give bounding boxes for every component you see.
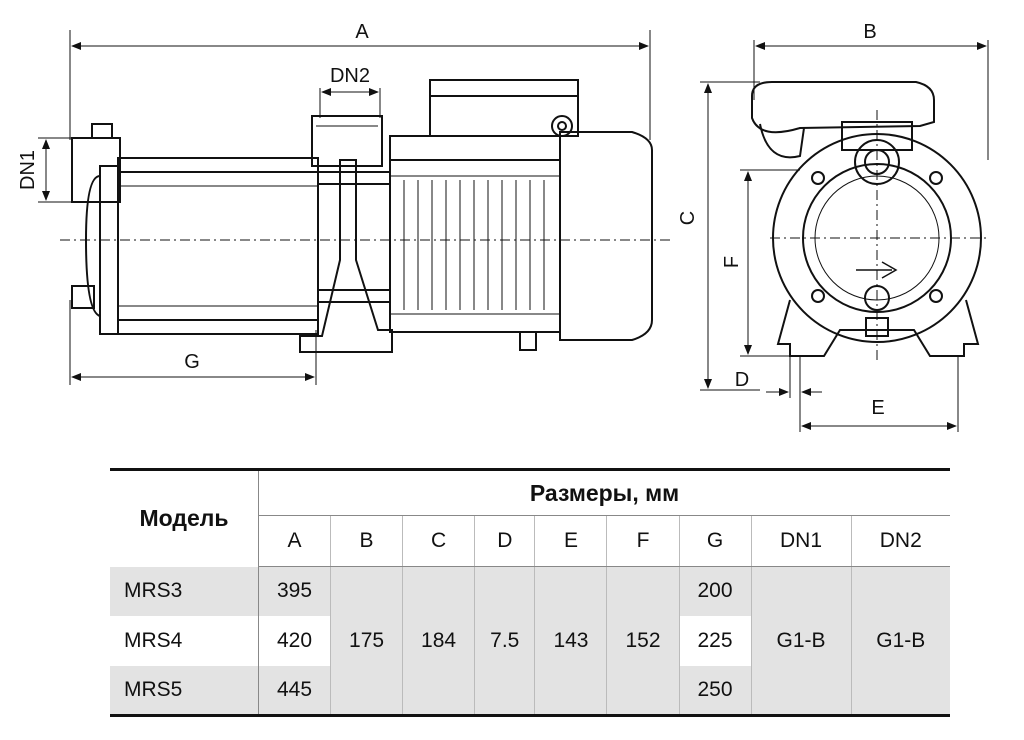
dim-label-f: F (721, 256, 743, 268)
dim-label-e: E (871, 397, 884, 419)
pump-dimension-drawing: A G DN2 DN1 B C F D E (17, 21, 990, 432)
column-header-g: G (679, 515, 752, 567)
cell-c: 184 (402, 566, 476, 716)
cell-dn2: G1-B (851, 566, 950, 716)
column-header-e: E (534, 515, 608, 567)
table-row: MRS4 420 225 (110, 615, 950, 666)
model-cell: MRS5 (110, 665, 259, 716)
cell-e: 143 (534, 566, 608, 716)
table-header-row: Модель Размеры, мм (110, 469, 950, 567)
column-header-b: B (330, 515, 404, 567)
dim-label-d: D (735, 369, 749, 391)
dim-label-dn1: DN1 (17, 150, 39, 190)
dim-label-g: G (184, 351, 200, 373)
column-header-dn1: DN1 (751, 515, 852, 567)
cell-g: 250 (679, 665, 752, 716)
cell-d: 7.5 (474, 566, 536, 716)
column-header-c: C (402, 515, 476, 567)
table-row: MRS5 445 250 (110, 665, 950, 716)
dimensions-group-header: Размеры, мм (258, 469, 950, 516)
dim-label-dn2: DN2 (330, 65, 370, 87)
dimensions-table: Модель Размеры, мм A B C D E F G DN1 DN2… (110, 468, 950, 717)
dim-label-b: B (863, 21, 876, 43)
cell-a: 420 (258, 615, 332, 666)
dim-label-c: C (677, 211, 699, 225)
model-column-header: Модель (110, 469, 259, 567)
column-header-dn2: DN2 (851, 515, 950, 567)
cell-g: 200 (679, 566, 752, 616)
model-cell: MRS3 (110, 566, 259, 616)
column-header-row: A B C D E F G DN1 DN2 (110, 515, 950, 567)
column-header-d: D (474, 515, 536, 567)
pump-side-view (38, 30, 653, 385)
cell-f: 152 (606, 566, 680, 716)
column-header-f: F (606, 515, 680, 567)
cell-g: 225 (679, 615, 752, 666)
cell-a: 445 (258, 665, 332, 716)
cell-b: 175 (330, 566, 404, 716)
model-cell: MRS4 (110, 615, 259, 666)
cell-a: 395 (258, 566, 332, 616)
table-row: MRS3 395 175 184 7.5 143 152 200 G1-B G1… (110, 566, 950, 716)
dim-label-a: A (355, 21, 369, 43)
column-header-a: A (258, 515, 332, 567)
cell-dn1: G1-B (751, 566, 852, 716)
